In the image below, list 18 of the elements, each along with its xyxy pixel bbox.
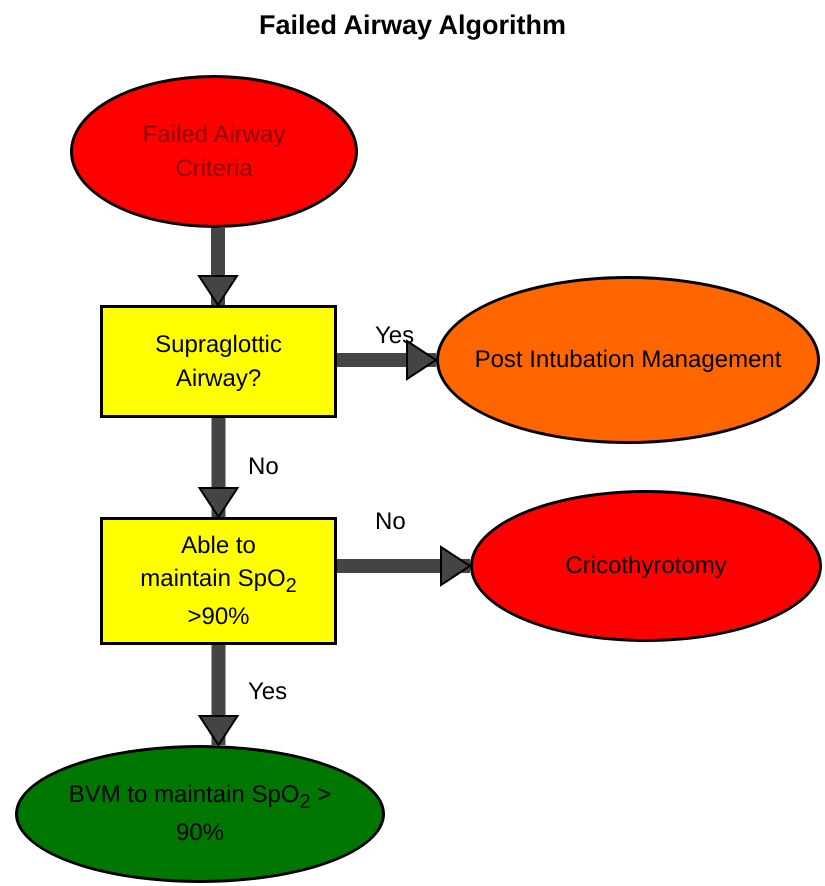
arrow [337,546,471,586]
arrow [198,418,238,518]
node-label: Post Intubation Management [474,345,782,376]
arrow [337,340,437,380]
node-label: Failed Airway Criteria [142,120,286,184]
edge-label: No [248,453,279,481]
decision-box [100,305,337,418]
arrow [198,645,238,746]
edge-label: Yes [248,678,288,706]
node-label: Supraglottic Airway? [154,330,283,394]
arrow [198,228,238,306]
edge-label: Yes [375,322,414,350]
node-label: BVM to maintain SpO$_{2}$ > 90% [68,780,332,848]
edge-label: No [375,508,406,536]
decision-box [100,517,337,645]
title: Failed Airway Algorithm [258,10,566,41]
node-label: Able to maintain SpO$_{2}$ >90% [139,530,298,632]
node-label: Cricothyrotomy [565,551,727,582]
